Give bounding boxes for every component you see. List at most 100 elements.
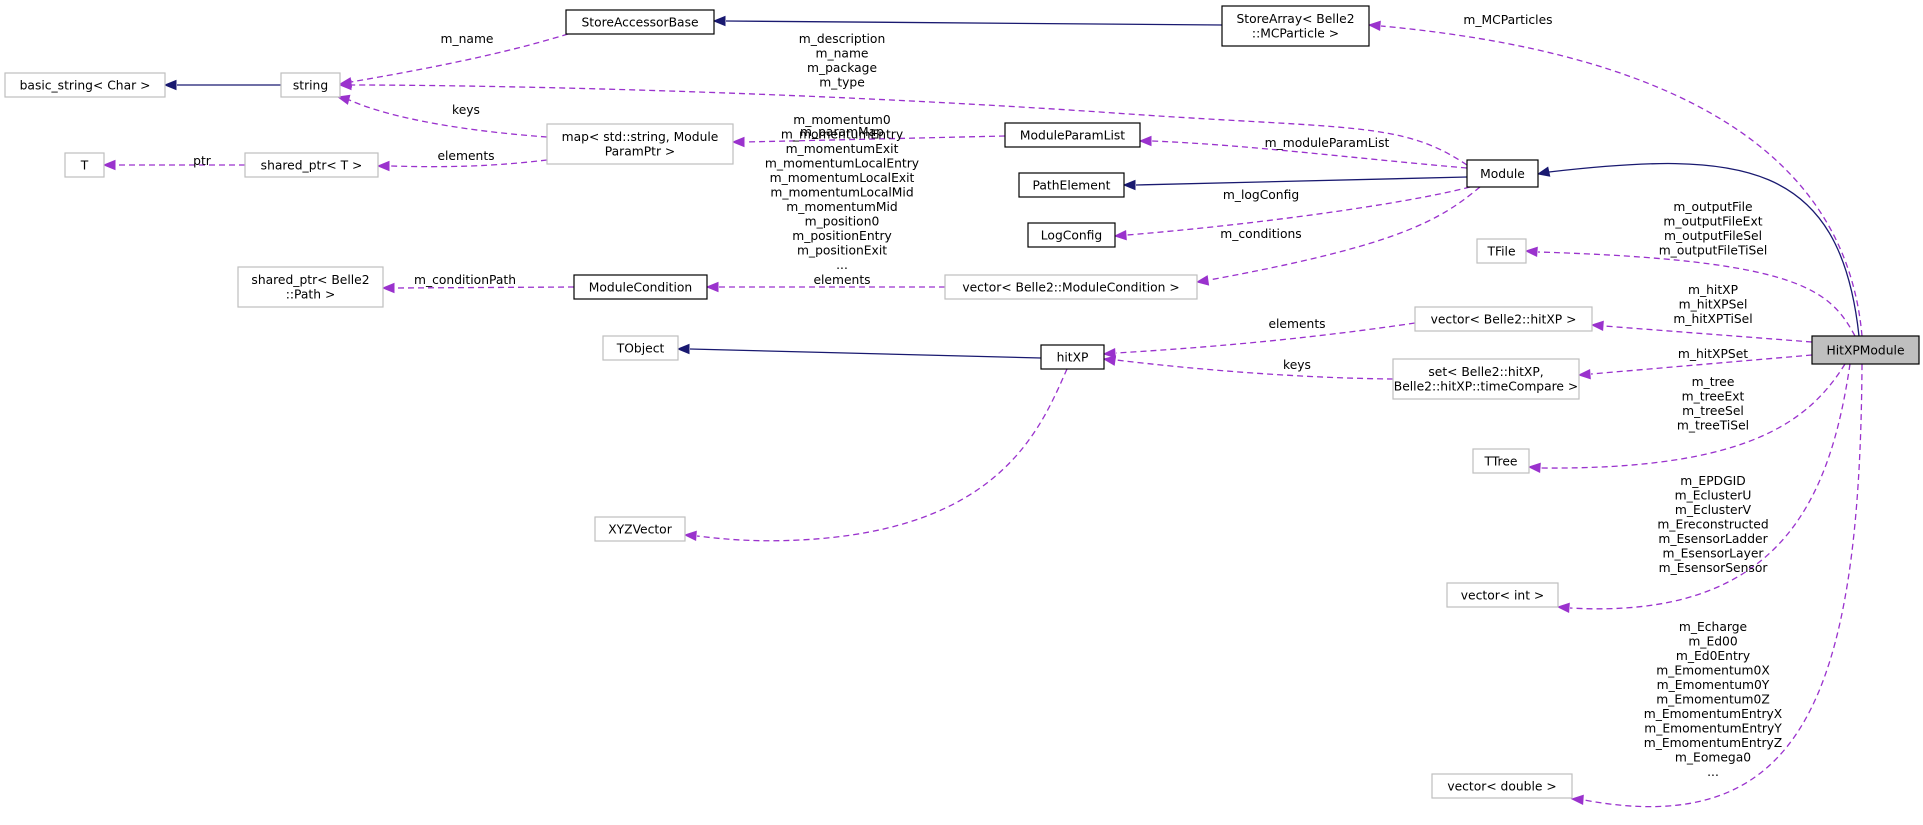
node-box: [4, 72, 166, 98]
node-vector-modulecondition[interactable]: vector< Belle2::ModuleCondition >: [944, 274, 1198, 300]
node-box: [64, 152, 105, 178]
node-label: StoreArray< Belle2: [1236, 12, 1354, 26]
edge-label-line: m_Ed00: [1688, 635, 1737, 649]
edge-label-elements-hitxp: elements: [1268, 317, 1325, 331]
arrowhead: [1138, 135, 1152, 147]
edge-label-line: m_Emomentum0Y: [1657, 678, 1770, 692]
node-label: TObject: [616, 341, 665, 355]
node-label: vector< double >: [1447, 779, 1556, 793]
node-box: [1446, 582, 1559, 608]
edge-label-line: m_Emomentum0Z: [1656, 693, 1770, 707]
edge-inherit-module-hitxpmodule: [1536, 162, 1860, 337]
edge-line: [344, 97, 548, 138]
node-modulecondition[interactable]: ModuleCondition: [573, 274, 708, 300]
edge-line: [1380, 25, 1863, 337]
edge-label-line: elements: [1268, 317, 1325, 331]
edge-label-line: m_paramMap: [800, 125, 884, 139]
arrowhead: [1556, 602, 1570, 614]
edge-line: [1569, 363, 1851, 610]
edge-inherit-tobject-hitxp: [676, 343, 1042, 359]
node-label: hitXP: [1057, 350, 1089, 364]
edge-label-line: keys: [1283, 358, 1311, 372]
edge-label-double-members: m_Echargem_Ed00m_Ed0Entrym_Emomentum0Xm_…: [1644, 620, 1783, 779]
edge-line: [1135, 176, 1468, 186]
edge-label-line: m_EmomentumEntryZ: [1644, 736, 1782, 750]
node-tfile[interactable]: TFile: [1476, 238, 1527, 264]
node-hitxpmodule[interactable]: HitXPModule: [1811, 335, 1920, 365]
node-label: TFile: [1486, 244, 1515, 258]
node-label: ParamPtr >: [605, 145, 675, 159]
edge-usage-shared-ptr-path-modulecondition: [381, 282, 575, 294]
node-label: Belle2::hitXP::timeCompare >: [1394, 380, 1578, 394]
edge-label-line: m_momentumMid: [786, 200, 897, 214]
edge-label-line: m_treeTiSel: [1677, 419, 1749, 433]
edge-label-line: m_EPDGID: [1680, 474, 1745, 488]
edge-label-line: m_type: [819, 76, 865, 90]
node-ttree[interactable]: TTree: [1472, 448, 1530, 474]
node-moduleparamlist[interactable]: ModuleParamList: [1004, 122, 1141, 148]
edge-label-line: m_description: [799, 32, 886, 46]
node-box: [1431, 773, 1573, 799]
edge-label-m-hitxpset: m_hitXPSet: [1678, 347, 1748, 361]
node-pathelement[interactable]: PathElement: [1018, 172, 1125, 198]
arrowhead: [1536, 166, 1551, 177]
edge-usage-hitxp-vector-hitxp: [1102, 322, 1416, 359]
edge-usage-string-map: [336, 94, 548, 138]
edge-usage-string-module: [338, 79, 1468, 166]
edge-label-line: m_momentumLocalExit: [770, 171, 915, 185]
edge-label-line: m_momentumExit: [786, 142, 899, 156]
node-set-hitxp[interactable]: set< Belle2::hitXP,Belle2::hitXP::timeCo…: [1392, 358, 1580, 400]
node-label: shared_ptr< Belle2: [251, 273, 369, 287]
edge-label-ptr: ptr: [193, 154, 212, 168]
node-vector-int[interactable]: vector< int >: [1446, 582, 1559, 608]
node-label: vector< Belle2::ModuleCondition >: [962, 280, 1179, 294]
node-module[interactable]: Module: [1466, 159, 1539, 188]
node-box: [1476, 238, 1527, 264]
node-storearray[interactable]: StoreArray< Belle2::MCParticle >: [1221, 5, 1370, 47]
edge-usage-ttree-hitxpmodule: [1527, 363, 1846, 474]
arrowhead: [1577, 368, 1591, 380]
edge-label-line: m_outputFile: [1673, 200, 1752, 214]
edge-label-line: m_Emomentum0X: [1656, 664, 1770, 678]
edge-label-int-members: m_EPDGIDm_EclusterUm_EclusterVm_Ereconst…: [1657, 474, 1768, 575]
edge-label-line: ...: [1707, 765, 1719, 779]
node-logconfig[interactable]: LogConfig: [1027, 222, 1116, 248]
edge-label-line: m_package: [807, 61, 877, 75]
edge-label-m-conditionpath: m_conditionPath: [414, 273, 516, 287]
edge-usage-vector-int-hitxpmodule: [1556, 363, 1851, 614]
arrowhead: [705, 281, 719, 293]
node-box: [546, 123, 734, 165]
edge-label-m-name: m_name: [440, 32, 493, 46]
node-vector-hitxp[interactable]: vector< Belle2::hitXP >: [1414, 306, 1593, 332]
node-shared-ptr-path[interactable]: shared_ptr< Belle2::Path >: [237, 266, 384, 308]
arrowhead: [1102, 355, 1117, 366]
node-basic-string[interactable]: basic_string< Char >: [4, 72, 166, 98]
edge-label-keys-map: keys: [452, 103, 480, 117]
node-string[interactable]: string: [280, 72, 341, 98]
node-hitxp[interactable]: hitXP: [1040, 344, 1105, 370]
node-storeaccessorbase[interactable]: StoreAccessorBase: [565, 9, 715, 35]
node-vector-double[interactable]: vector< double >: [1431, 773, 1573, 799]
edge-label-line: m_EsensorSensor: [1659, 561, 1769, 575]
edge-usage-set-hitxp-hitxpmodule: [1577, 354, 1813, 380]
node-xyzvector[interactable]: XYZVector: [594, 516, 686, 542]
edge-label-line: m_treeSel: [1682, 404, 1744, 418]
node-shared-ptr-t[interactable]: shared_ptr< T >: [244, 152, 379, 178]
node-label: T: [80, 158, 89, 172]
edge-label-m-conditions: m_conditions: [1220, 227, 1301, 241]
edge-line: [1548, 162, 1860, 337]
arrowhead: [163, 79, 177, 91]
arrowhead: [1524, 246, 1538, 258]
edge-label-line: m_hitXP: [1688, 283, 1738, 297]
edge-label-m-mcparticles: m_MCParticles: [1463, 13, 1552, 27]
node-tobject[interactable]: TObject: [602, 335, 679, 361]
node-label: ::Path >: [286, 288, 336, 302]
edge-label-line: m_EmomentumEntryY: [1644, 722, 1782, 736]
node-box: [1414, 306, 1593, 332]
node-t[interactable]: T: [64, 152, 105, 178]
arrowhead: [338, 79, 352, 91]
edge-label-line: m_EclusterU: [1675, 489, 1752, 503]
edge-label-line: elements: [437, 149, 494, 163]
edge-label-line: m_MCParticles: [1463, 13, 1552, 27]
